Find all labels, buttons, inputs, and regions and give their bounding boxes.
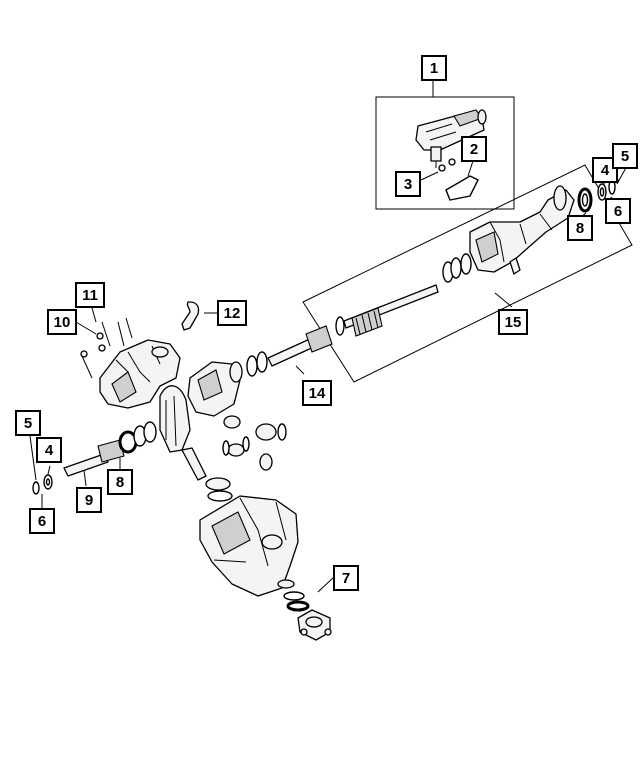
callout-8-left[interactable]: 8 — [107, 469, 133, 495]
callout-2[interactable]: 2 — [461, 136, 487, 162]
axle-carrier-housing — [199, 495, 299, 597]
callout-6-right[interactable]: 6 — [605, 198, 631, 224]
callout-5-right[interactable]: 5 — [612, 143, 638, 169]
actuator-assembly-group — [375, 80, 515, 210]
callout-5-left[interactable]: 5 — [15, 410, 41, 436]
callout-3[interactable]: 3 — [395, 171, 421, 197]
callout-10[interactable]: 10 — [47, 309, 77, 335]
callout-12[interactable]: 12 — [217, 300, 247, 326]
actuator-screw — [438, 164, 446, 172]
callout-8-right[interactable]: 8 — [567, 215, 593, 241]
differential-spider-gears — [222, 415, 287, 471]
right-axle-tube-group — [302, 164, 633, 383]
callout-4-right[interactable]: 4 — [592, 157, 618, 183]
callout-14[interactable]: 14 — [302, 380, 332, 406]
actuator-motor — [415, 109, 487, 168]
housing-bolts — [80, 317, 133, 379]
snap-ring-left — [32, 481, 40, 495]
axle-seal-right — [577, 187, 593, 213]
vent-tube — [181, 301, 200, 331]
differential-case — [187, 351, 268, 417]
left-differential-housing — [75, 307, 181, 409]
axle-tube-housing — [469, 185, 575, 275]
callout-15[interactable]: 15 — [498, 309, 528, 335]
callout-11[interactable]: 11 — [75, 282, 105, 308]
callout-7[interactable]: 7 — [333, 565, 359, 591]
actuator-gasket — [445, 175, 479, 201]
left-outer-axle-shaft — [63, 439, 125, 487]
callout-1[interactable]: 1 — [421, 55, 447, 81]
callout-9[interactable]: 9 — [76, 487, 102, 513]
callout-6-left[interactable]: 6 — [29, 508, 55, 534]
pinion-seal-and-yoke — [283, 591, 332, 641]
drive-pinion — [181, 447, 233, 502]
callout-4-left[interactable]: 4 — [36, 437, 62, 463]
ring-gear — [159, 385, 191, 453]
